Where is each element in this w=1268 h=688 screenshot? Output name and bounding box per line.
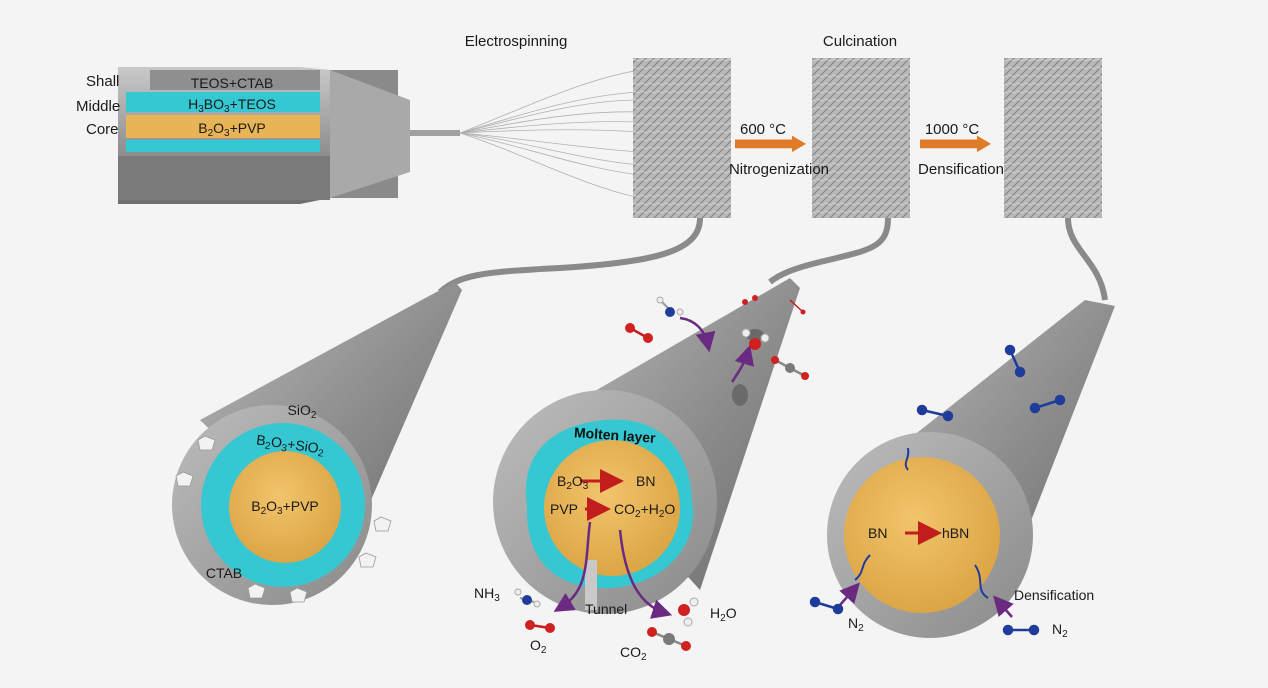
fiber-2-core <box>544 440 680 576</box>
reaction-1-product: BN <box>636 473 656 489</box>
fiber-2-hole <box>746 329 764 341</box>
pore-channel-left <box>854 554 871 581</box>
nozzle-layer-shell: TEOS+CTAB <box>190 75 274 91</box>
gas-arrow-out <box>618 529 673 619</box>
tunnel-arrow-out <box>553 521 592 612</box>
fiber-1-core <box>229 451 341 563</box>
fiber-mat-3 <box>1004 58 1102 218</box>
molecules <box>514 295 809 651</box>
shell-layer <box>150 70 320 90</box>
step-arrow-1 <box>735 135 806 153</box>
nozzle-layer-core: B2O3+PVP <box>198 120 266 139</box>
o2-molecule-bottom <box>525 620 555 633</box>
wire-3 <box>1065 217 1108 301</box>
h2o-label: H2O <box>710 605 737 624</box>
fiber-1 <box>172 282 462 605</box>
ctab-particles <box>175 435 392 603</box>
fiber-1-core-label: B2O3+PVP <box>251 498 319 517</box>
fiber-mat-2 <box>812 58 910 218</box>
nozzle-label-middle: Middle <box>76 98 121 115</box>
step-1-name: Nitrogenization <box>728 161 830 178</box>
step-2-name: Densification <box>918 161 1004 178</box>
gas-arrow-escape <box>730 344 754 383</box>
wire-1 <box>438 217 703 295</box>
n2-label-right: N2 <box>1052 621 1068 640</box>
fiber-2-hole-2 <box>732 384 748 406</box>
nh3-label: NH3 <box>474 585 500 604</box>
nozzle-illustration <box>118 67 460 204</box>
fiber-3 <box>809 300 1115 638</box>
pore-channel-top <box>904 447 910 471</box>
reaction-3-product: hBN <box>942 525 970 541</box>
o2-molecule-top <box>625 323 653 343</box>
fiber-1-template-label: CTAB <box>205 565 243 581</box>
nozzle-label-shell: Shall <box>86 73 120 90</box>
gas-arrow-in <box>679 316 716 353</box>
step-1-temp: 600 °C <box>739 121 787 138</box>
fiber-1-cone <box>200 282 462 560</box>
n2-arrow-left <box>839 582 860 606</box>
densification-label: Densification <box>1014 587 1095 603</box>
shell-layer-lower <box>118 156 330 200</box>
nozzle-taper <box>330 70 410 198</box>
reaction-1-reactant: B2O3 <box>557 473 589 492</box>
h2o-molecule-top <box>741 328 770 350</box>
fiber-2 <box>493 278 800 619</box>
co2-label: CO2 <box>620 644 647 663</box>
core-layer <box>126 115 320 138</box>
n2-arrow-right <box>993 595 1014 618</box>
spinning-jets <box>459 69 641 199</box>
n2-molecules <box>809 344 1066 636</box>
nozzle-label-core: Core <box>86 121 119 138</box>
o2-molecule-far <box>742 295 758 305</box>
tunnel-label: Tunnel <box>585 601 628 617</box>
middle-layer-lower <box>126 140 320 152</box>
fiber-1-shell-label: SiO2 <box>287 402 317 421</box>
nh3-molecule-top <box>656 296 684 317</box>
o2-label: O2 <box>530 637 547 656</box>
co2-molecule-far <box>789 299 806 315</box>
pore-channel-right <box>974 564 989 599</box>
n2-label-left: N2 <box>848 615 864 634</box>
fiber-2-tunnel <box>585 560 597 610</box>
wire-2 <box>768 217 891 285</box>
reaction-3-reactant: BN <box>868 525 888 541</box>
nozzle-layer-middle: H3BO3+TEOS <box>188 96 276 115</box>
title-calcination: Culcination <box>822 33 898 50</box>
co2-molecule-top <box>771 356 809 380</box>
reaction-2-products: CO2+H2O <box>614 501 676 520</box>
nh3-molecule-bottom <box>514 588 541 608</box>
title-electrospinning: Electrospinning <box>464 33 568 50</box>
co2-molecule-bottom <box>647 627 691 651</box>
h2o-molecule-bottom <box>678 597 699 627</box>
middle-layer <box>126 92 320 112</box>
step-2-temp: 1000 °C <box>924 121 980 138</box>
step-arrow-2 <box>920 135 991 153</box>
reaction-2-reactant: PVP <box>550 501 579 517</box>
fiber-mat-1 <box>633 58 731 218</box>
nozzle-tip <box>410 130 460 136</box>
